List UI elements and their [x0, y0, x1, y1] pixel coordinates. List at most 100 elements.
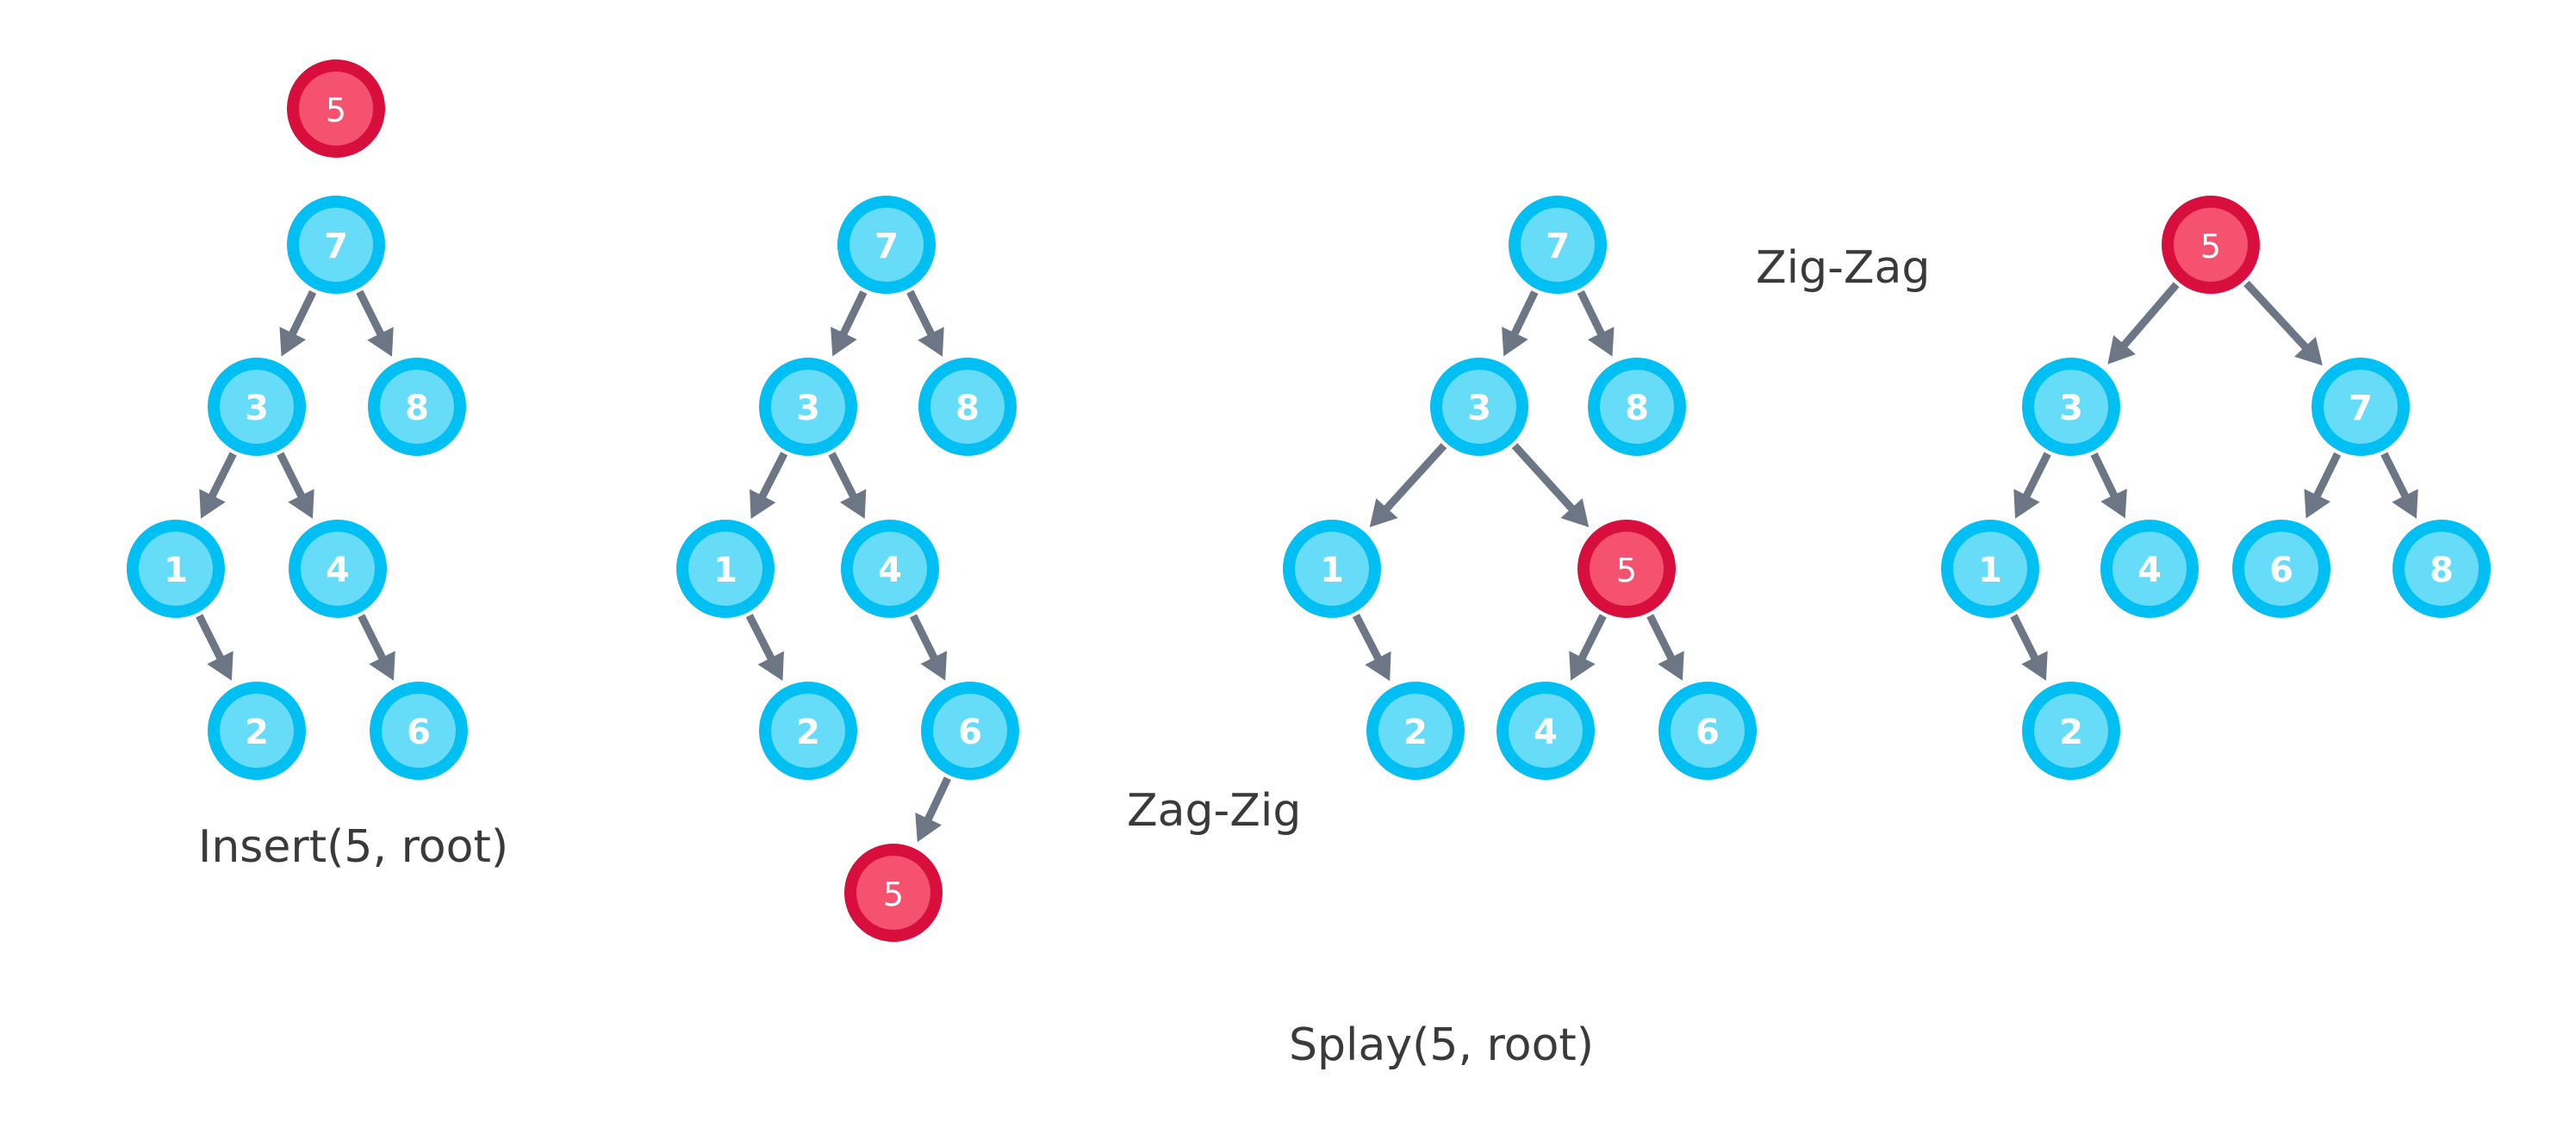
arrowhead-t4-7-to-t4-8 [2392, 489, 2418, 519]
node-fill [380, 370, 454, 444]
arrowhead-t1-7-to-t1-3 [279, 327, 307, 357]
edge-t4-5-to-t4-3 [2114, 282, 2180, 356]
node-t3-5: 5 [1577, 520, 1676, 618]
node-fill [220, 370, 294, 444]
node-label: 4 [326, 551, 350, 590]
node-label: 7 [1546, 227, 1570, 266]
node-label: 1 [164, 551, 188, 590]
arrowhead-t2-3-to-t2-1 [750, 489, 776, 520]
node-fill [1378, 694, 1453, 768]
splay-caption: Splay(5, root) [1289, 1019, 1594, 1071]
node-t3-7: 7 [1509, 196, 1607, 294]
node-t4-6: 6 [2232, 520, 2330, 618]
node-t2-4: 4 [841, 520, 939, 618]
node-label: 3 [1467, 389, 1491, 428]
node-fill [771, 370, 845, 444]
edge-t4-5-to-t4-7 [2243, 280, 2315, 358]
node-label: 3 [2059, 389, 2083, 428]
node-label: 1 [1320, 551, 1344, 590]
node-label: 4 [1534, 713, 1558, 752]
node-t3-3: 3 [1430, 358, 1528, 456]
node-fill [2405, 532, 2479, 606]
arrowhead-t4-5-to-t4-3 [2107, 334, 2136, 365]
node-label: 6 [407, 713, 431, 752]
node-t4-1: 1 [1941, 520, 2039, 618]
arrowhead-t2-7-to-t2-3 [831, 327, 857, 357]
node-t3-8: 8 [1588, 358, 1686, 456]
node-t2-1: 1 [676, 520, 775, 618]
node-label: 5 [2200, 227, 2221, 265]
node-fill [299, 208, 373, 282]
arrowhead-t4-5-to-t4-7 [2293, 336, 2323, 366]
edge-t3-3-to-t3-1 [1377, 443, 1447, 519]
node-label: 2 [1403, 713, 1428, 752]
node-label: 4 [2137, 551, 2162, 590]
node-label: 7 [874, 227, 899, 266]
arrowhead-t3-1-to-t3-2 [1365, 651, 1391, 682]
node-label: 6 [958, 713, 982, 752]
node-fill [1442, 370, 1516, 444]
node-label: 8 [405, 389, 429, 428]
node-t4-4: 4 [2100, 520, 2199, 618]
node-t2-6: 6 [921, 682, 1019, 780]
arrowhead-t2-6-to-t2-5 [915, 812, 943, 843]
node-t3-6: 6 [1658, 682, 1757, 780]
node-t1-6: 6 [370, 682, 468, 780]
node-label: 8 [955, 389, 980, 428]
node-fill [856, 856, 930, 930]
node-t1-8: 8 [368, 358, 466, 456]
node-t1-1: 1 [127, 520, 225, 618]
node-label: 5 [326, 91, 346, 129]
node-label: 1 [1978, 551, 2002, 590]
arrowhead-t3-3-to-t3-5 [1560, 498, 1590, 527]
zag-zig-caption: Zag-Zig [1127, 785, 1301, 837]
arrowhead-t2-4-to-t2-6 [920, 651, 948, 681]
node-label: 7 [324, 227, 348, 266]
node-fill [1295, 532, 1369, 606]
node-t3-1: 1 [1283, 520, 1381, 618]
edge-t3-3-to-t3-5 [1511, 443, 1582, 519]
node-fill [1509, 694, 1583, 768]
node-t2-7: 7 [837, 196, 936, 294]
node-fill [382, 694, 456, 768]
node-t1-7: 7 [287, 196, 385, 294]
node-fill [1600, 370, 1674, 444]
node-label: 5 [1616, 552, 1637, 589]
node-fill [1671, 694, 1745, 768]
node-label: 1 [713, 551, 737, 590]
arrowhead-t1-3-to-t1-1 [199, 489, 226, 519]
node-t1-2: 2 [208, 682, 306, 780]
arrowhead-t3-5-to-t3-6 [1658, 651, 1684, 681]
node-label: 8 [1625, 389, 1649, 428]
node-label: 2 [796, 713, 820, 752]
node-label: 5 [883, 876, 904, 913]
node-t4-2: 2 [2022, 682, 2120, 780]
node-fill [2324, 370, 2398, 444]
node-fill [2112, 532, 2187, 606]
arrowhead-t3-7-to-t3-8 [1587, 327, 1615, 357]
node-fill [301, 532, 375, 606]
node-fill [220, 694, 294, 768]
node-fill [933, 694, 1007, 768]
arrowhead-t4-3-to-t4-4 [2100, 489, 2127, 519]
arrowhead-t4-3-to-t4-1 [2013, 489, 2040, 519]
node-fill [299, 72, 373, 146]
node-fill [1521, 208, 1595, 282]
node-t1-5: 5 [287, 59, 385, 158]
node-t2-2: 2 [759, 682, 857, 780]
node-t2-5: 5 [844, 844, 943, 942]
arrowhead-t4-1-to-t4-2 [2021, 651, 2048, 681]
arrowhead-t3-5-to-t3-4 [1569, 651, 1596, 681]
node-fill [1590, 532, 1664, 606]
node-fill [688, 532, 762, 606]
node-fill [930, 370, 1005, 444]
node-label: 3 [796, 389, 820, 428]
node-t3-4: 4 [1496, 682, 1595, 780]
arrowhead-t3-7-to-t3-3 [1502, 327, 1528, 357]
node-fill [849, 208, 924, 282]
arrowhead-t2-7-to-t2-8 [918, 327, 944, 357]
node-fill [853, 532, 927, 606]
arrowhead-t2-3-to-t2-4 [839, 489, 867, 519]
